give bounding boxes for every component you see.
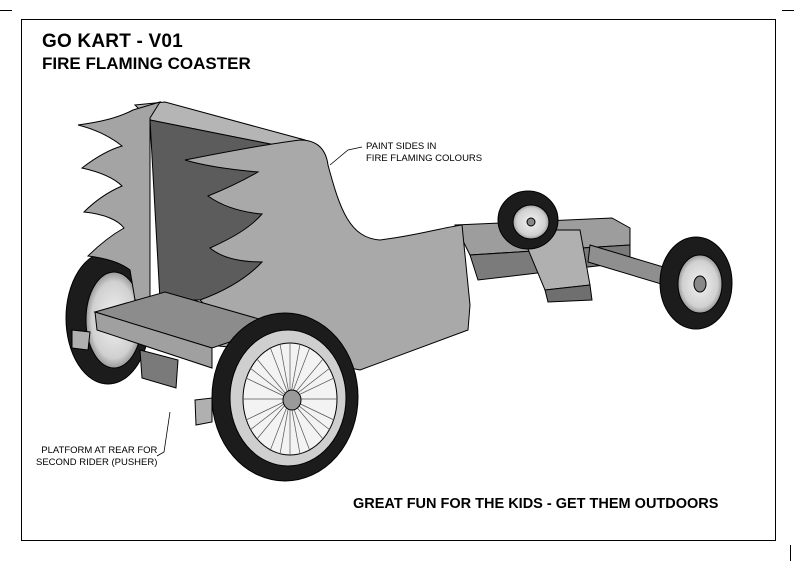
front-right-wheel — [659, 236, 733, 330]
platform-note: PLATFORM AT REAR FOR SECOND RIDER (PUSHE… — [36, 445, 157, 469]
rear-right-wheel — [211, 312, 359, 482]
drawing-border — [21, 19, 776, 541]
crop-mark-top-right — [782, 10, 794, 11]
tagline: GREAT FUN FOR THE KIDS - GET THEM OUTDOO… — [353, 496, 719, 512]
platform-note-line-1: PLATFORM AT REAR FOR — [41, 445, 158, 456]
front-chassis-beam — [454, 217, 691, 303]
paint-sides-note: PAINT SIDES IN FIRE FLAMING COLOURS — [366, 141, 482, 165]
flame-side-left — [77, 101, 162, 301]
rear-platform — [71, 291, 282, 426]
paint-sides-note-line-2: FIRE FLAMING COLOURS — [366, 153, 483, 164]
front-left-wheel — [497, 190, 559, 250]
platform-note-line-2: SECOND RIDER (PUSHER) — [36, 457, 158, 468]
crop-mark-bottom-right — [790, 545, 791, 561]
leader-lines — [156, 146, 363, 457]
crop-mark-top-left — [0, 10, 12, 11]
paint-sides-note-line-1: PAINT SIDES IN — [366, 141, 437, 152]
page-subtitle: FIRE FLAMING COASTER — [42, 54, 251, 73]
page-title: GO KART - V01 — [42, 31, 183, 52]
